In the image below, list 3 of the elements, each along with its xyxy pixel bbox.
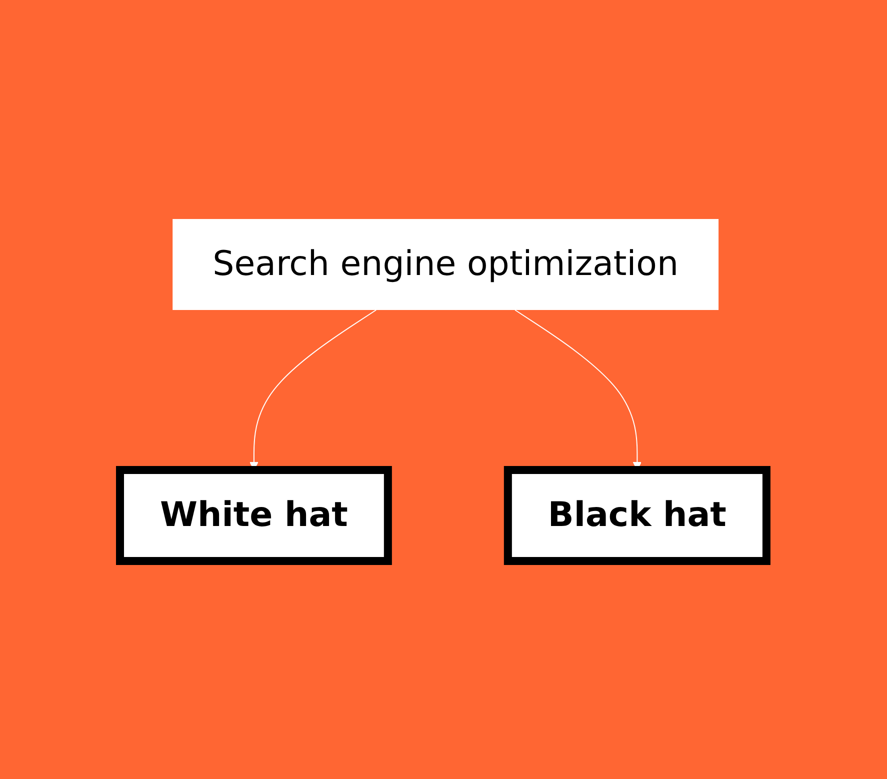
node-box: Search engine optimization — [172, 218, 719, 310]
node-box: Black hat — [504, 466, 771, 564]
node-box: White hat — [116, 466, 392, 564]
